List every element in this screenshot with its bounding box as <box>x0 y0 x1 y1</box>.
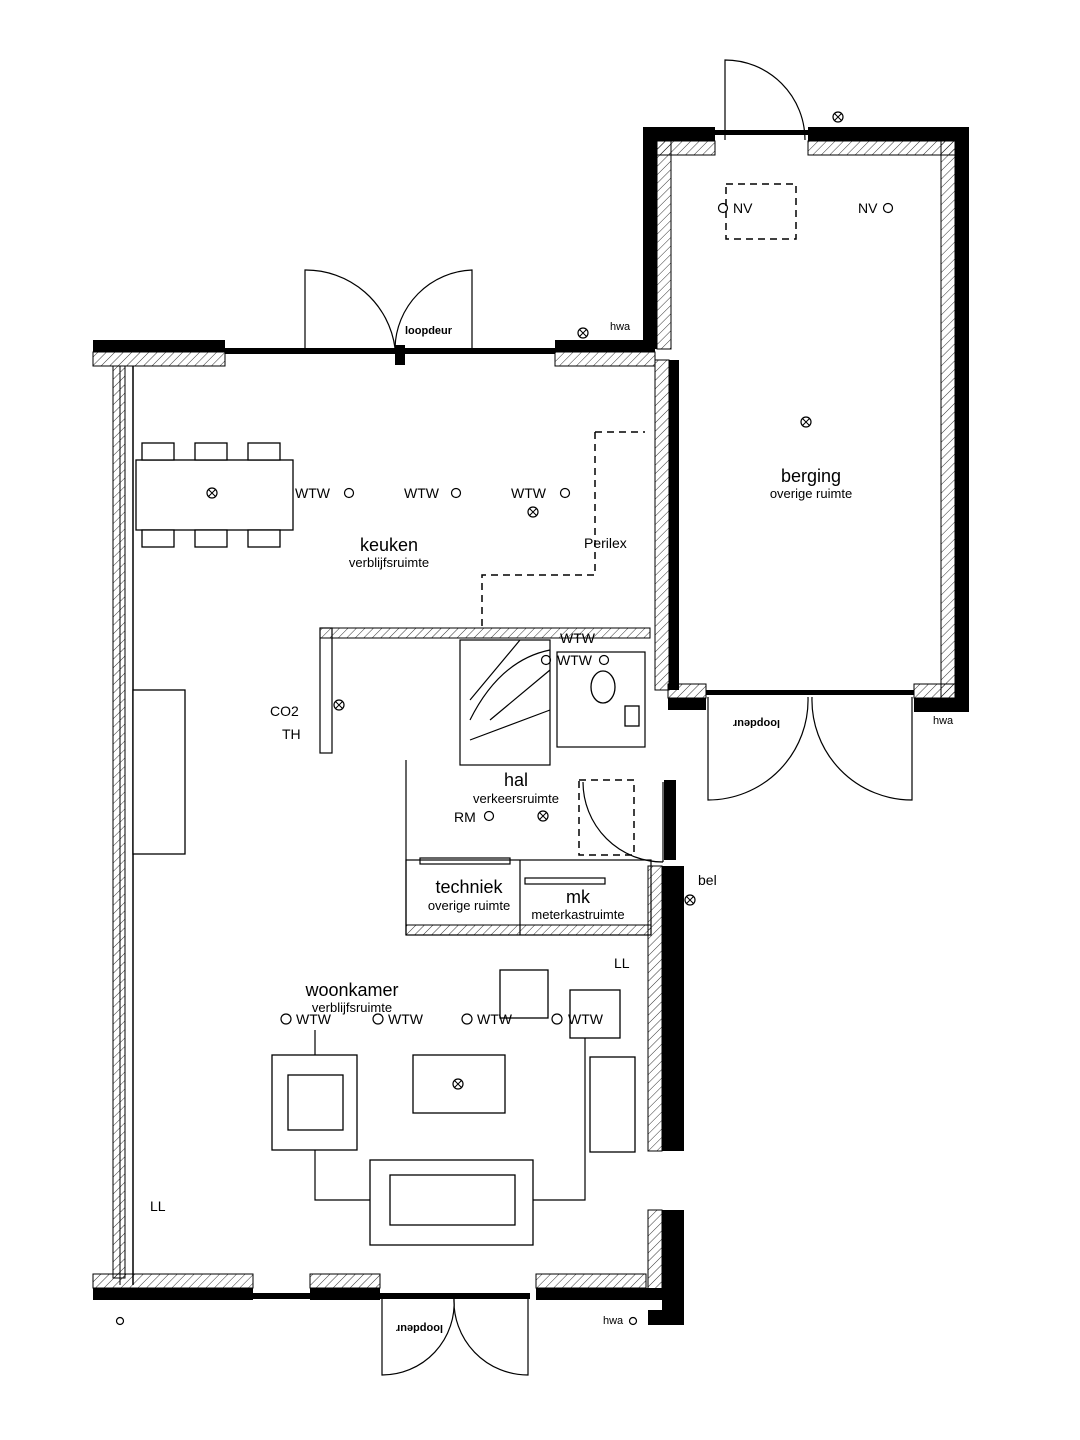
front-door <box>578 779 664 863</box>
ceiling-light-symbols <box>206 111 844 1090</box>
room-type-hal: verkeersruimte <box>473 791 559 806</box>
kitchen-block <box>132 689 186 855</box>
room-name-mk: mk <box>566 887 591 907</box>
ll-label: LL <box>614 955 630 971</box>
wtw-label: WTW <box>568 1011 604 1027</box>
loopdeur-label: loopdeur <box>395 1322 443 1334</box>
th-label: TH <box>282 726 301 742</box>
living-furniture <box>271 969 636 1246</box>
co2-label: CO2 <box>270 703 299 719</box>
room-name-berging: berging <box>781 466 841 486</box>
loopdeur-label: loopdeur <box>732 717 780 729</box>
room-type-keuken: verblijfsruimte <box>349 555 429 570</box>
hwa-label: hwa <box>610 321 631 333</box>
room-labels: berging overige ruimte keuken verblijfsr… <box>304 466 852 1015</box>
woonkamer-double-door <box>381 1297 529 1376</box>
room-type-techniek: overige ruimte <box>428 898 510 913</box>
wtw-label: WTW <box>477 1011 513 1027</box>
keuken-double-door <box>304 269 473 365</box>
wtw-label: WTW <box>388 1011 424 1027</box>
room-type-woonkamer: verblijfsruimte <box>312 1000 392 1015</box>
wtw-label: WTW <box>560 630 596 646</box>
berging-top-door <box>715 59 808 141</box>
room-name-hal: hal <box>504 770 528 790</box>
ll-label: LL <box>150 1198 166 1214</box>
dining-table <box>135 442 294 548</box>
perilex-label: Perilex <box>584 535 627 551</box>
berging-bottom-double-door <box>706 690 914 801</box>
bel-label: bel <box>698 872 717 888</box>
symbol-labels: NV NV WTW WTW WTW WTW WTW WTW WTW WTW WT… <box>150 200 954 1334</box>
loopdeur-label: loopdeur <box>405 325 453 337</box>
berging-walls <box>643 127 969 712</box>
room-type-mk: meterkastruimte <box>531 907 624 922</box>
rm-label: RM <box>454 809 476 825</box>
wtw-label: WTW <box>295 485 331 501</box>
room-type-berging: overige ruimte <box>770 486 852 501</box>
room-name-techniek: techniek <box>435 877 503 897</box>
hwa-label: hwa <box>603 1315 624 1327</box>
nv-label: NV <box>733 200 753 216</box>
wtw-label: WTW <box>511 485 547 501</box>
room-name-woonkamer: woonkamer <box>304 980 398 1000</box>
wtw-label: WTW <box>296 1011 332 1027</box>
hwa-label: hwa <box>933 715 954 727</box>
wtw-vent-symbols <box>115 202 894 1326</box>
main-walls <box>92 340 684 1325</box>
wtw-label: WTW <box>557 652 593 668</box>
interior-walls <box>319 431 652 936</box>
nv-label: NV <box>858 200 878 216</box>
wtw-label: WTW <box>404 485 440 501</box>
room-name-keuken: keuken <box>360 535 418 555</box>
